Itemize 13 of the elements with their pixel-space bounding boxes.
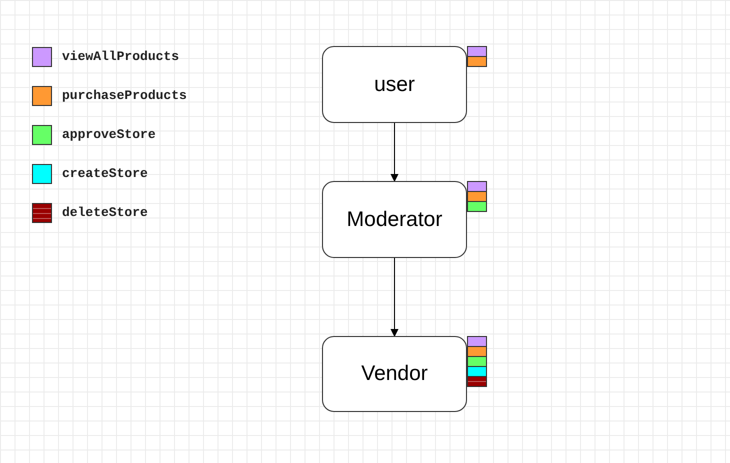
legend-label: viewAllProducts: [62, 48, 180, 66]
arrow: [390, 258, 398, 337]
legend-label: approveStore: [62, 126, 156, 144]
role-label: Moderator: [346, 206, 442, 233]
role-box: [322, 336, 467, 412]
arrow: [390, 122, 398, 182]
role-label: Vendor: [361, 361, 428, 388]
role-box: [322, 181, 467, 258]
role-box: [322, 46, 467, 123]
legend-label: createStore: [62, 165, 148, 184]
legend-label: deleteStore: [62, 204, 148, 222]
role-label: user: [374, 72, 415, 98]
legend-label: purchaseProducts: [62, 87, 187, 106]
